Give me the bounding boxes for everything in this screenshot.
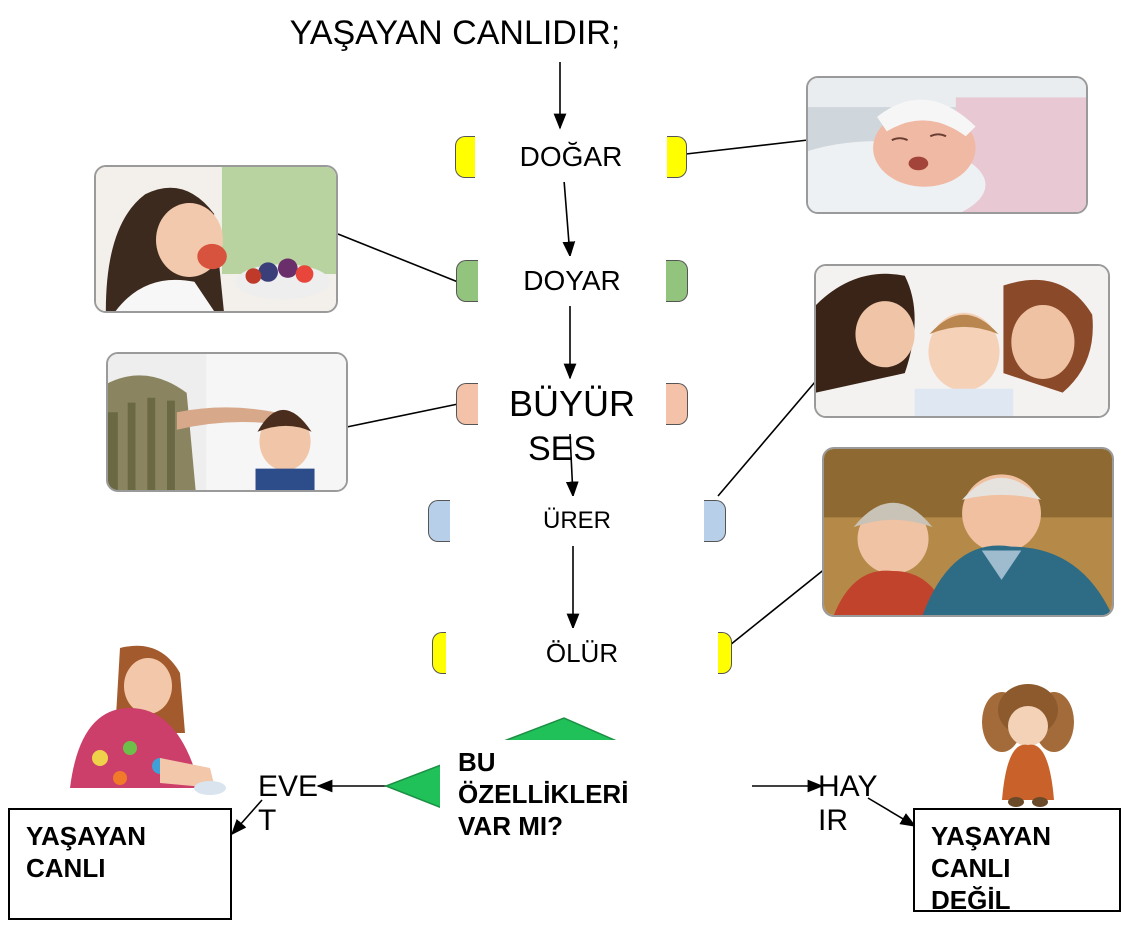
no-label-line-1: HAY [818,770,878,803]
elderly-couple-photo [822,447,1114,617]
step-label: DOĞAR [475,132,667,182]
yes-label-line-1: EVE [258,770,319,803]
arrow-dogar-doyar [562,179,576,258]
yes-label: EVE T [258,770,328,838]
line-family [717,381,816,497]
step-cap-right [704,500,726,542]
arrow-to-yes-result [230,799,263,836]
step-label: ÜRER [450,496,704,546]
step-label: DOYAR [478,256,666,306]
question-line-2: ÖZELLİKLERİ [458,779,629,809]
newborn-baby-photo [806,76,1088,214]
step-cap-left [455,136,477,178]
step-cap-right [666,260,688,302]
line-growing [341,403,459,429]
stray-text: SES [528,430,597,468]
no-label-line-2: IR [818,804,848,837]
arrow-buyur-urer [565,433,579,498]
step-cap-right [665,136,687,178]
step-olur: ÖLÜR [432,628,732,678]
page-title: YAŞAYAN CANLIDIR; [289,14,621,52]
child-eating-photo [94,165,338,313]
result-living-line-2: CANLI [26,853,106,883]
step-urer: ÜRER [428,496,726,546]
family-photo [814,264,1110,418]
line-baby [685,139,809,155]
measuring-height-photo [106,352,348,492]
result-not-living-line-2: CANLI [931,853,1011,883]
doll-photo [972,680,1084,808]
question-line-3: VAR MI? [458,811,563,841]
result-living: YAŞAYAN CANLI [8,808,232,920]
decision-question: BU ÖZELLİKLERİ VAR MI? [440,740,724,866]
step-label: BÜYÜR [478,379,666,429]
arrow-to-no-result [867,797,917,827]
step-dogar: DOĞAR [455,132,687,182]
sitting-girl-photo [50,638,230,806]
step-cap-right [666,383,688,425]
step-buyur: BÜYÜR [456,379,688,429]
step-cap-left [456,383,478,425]
result-not-living-line-1: YAŞAYAN [931,821,1051,851]
result-not-living: YAŞAYAN CANLI DEĞİL [913,808,1121,915]
yes-label-line-2: T [258,804,277,837]
no-label: HAY IR [818,770,898,838]
line-eating [337,233,459,283]
line-elderly [729,567,827,646]
step-doyar: DOYAR [456,256,688,306]
title-box [195,0,715,52]
result-not-living-line-3: DEĞİL [931,885,1011,915]
step-cap-left [456,260,478,302]
result-living-line-1: YAŞAYAN [26,821,146,851]
step-label: ÖLÜR [446,628,718,678]
step-cap-left [428,500,450,542]
question-line-1: BU [458,747,496,777]
